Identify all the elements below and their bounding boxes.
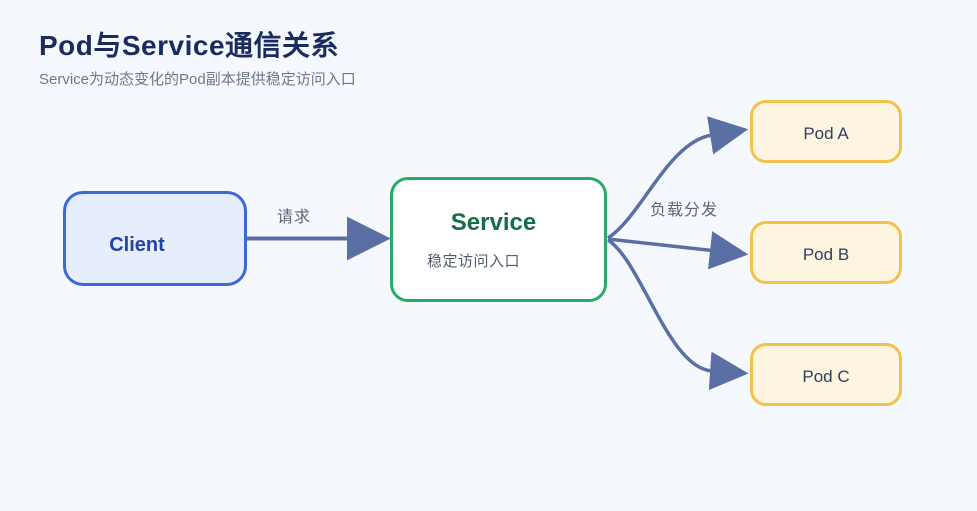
- edge-service-to-pod-c: [606, 238, 749, 391]
- node-pod-c: Pod C: [750, 343, 902, 406]
- pod-c-label: Pod C: [802, 366, 850, 386]
- node-service: Service 稳定访问入口: [390, 177, 607, 302]
- edge-service-to-pod-b: [607, 231, 749, 270]
- service-label: Service: [450, 208, 537, 236]
- pod-a-label: Pod A: [803, 123, 849, 143]
- edge-service-to-pod-a: [607, 116, 749, 240]
- edge-label-request: 请求: [277, 209, 312, 226]
- pod-b-label: Pod B: [802, 244, 850, 264]
- node-pod-b: Pod B: [750, 221, 902, 284]
- client-label: Client: [109, 234, 165, 256]
- edge-label-load-distribution: 负载分发: [650, 202, 719, 219]
- page-title: Pod与Service通信关系: [39, 30, 340, 61]
- service-sublabel: 稳定访问入口: [426, 252, 520, 270]
- node-pod-a: Pod A: [750, 100, 902, 163]
- node-client: Client: [63, 191, 247, 286]
- page-subtitle: Service为动态变化的Pod副本提供稳定访问入口: [39, 71, 356, 88]
